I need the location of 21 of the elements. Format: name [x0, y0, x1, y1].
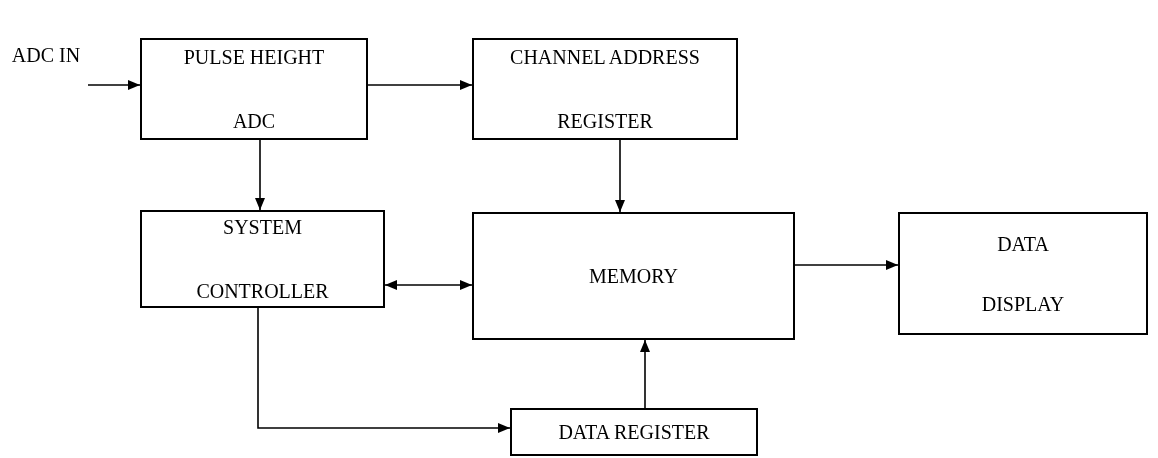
arrow: [87, 80, 141, 90]
arrow: [255, 139, 265, 211]
block-label: ADC IN: [11, 43, 81, 68]
block-box: [510, 408, 758, 456]
block-label: DATA REGISTER: [558, 420, 710, 445]
block-box: [140, 210, 385, 308]
arrow: [367, 80, 473, 90]
block-box: [140, 38, 368, 140]
arrow: [794, 260, 899, 270]
arrow: [257, 307, 511, 433]
block-label: SYSTEM CONTROLLER: [195, 215, 330, 304]
block-label: DATA DISPLAY: [980, 231, 1066, 317]
block-box: [472, 38, 738, 140]
block-box: [898, 212, 1148, 335]
block-box: [472, 212, 795, 340]
block-label: MEMORY: [589, 264, 678, 289]
arrow: [384, 280, 473, 290]
block-label: PULSE HEIGHT ADC: [182, 45, 326, 134]
arrow: [640, 339, 650, 409]
block-label: CHANNEL ADDRESS REGISTER: [509, 45, 701, 134]
arrow: [615, 139, 625, 213]
